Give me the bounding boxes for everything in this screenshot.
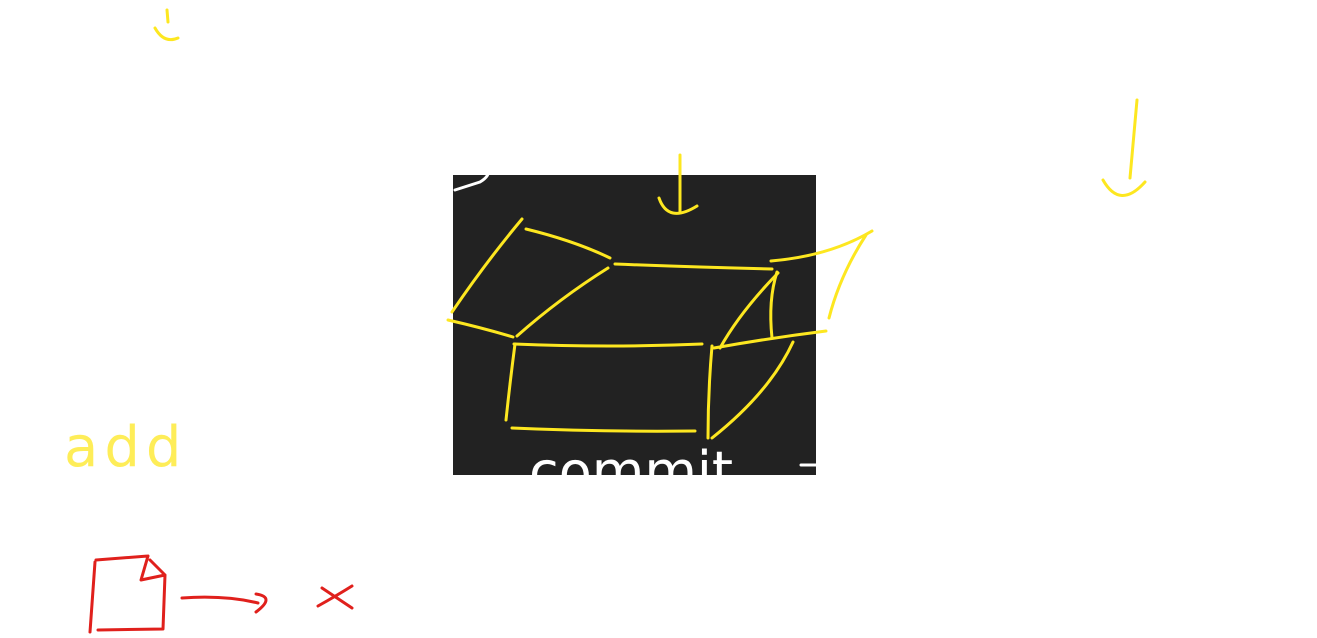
red-square-to-x-sketch	[88, 554, 354, 634]
open-box-drawing	[446, 217, 874, 440]
dark-panel	[453, 175, 816, 475]
add-label: add	[64, 415, 187, 480]
white-stroke-fragment	[453, 168, 490, 192]
yellow-mark-top-left	[153, 8, 180, 42]
arrow-down-right-icon	[1101, 98, 1147, 197]
commit-label-clip: commit	[529, 440, 816, 503]
arrow-down-into-box-icon	[657, 153, 699, 215]
commit-label: commit	[529, 440, 733, 503]
red-x-icon	[316, 584, 354, 610]
red-square-shape	[88, 554, 167, 634]
red-arrow-icon	[180, 592, 268, 614]
